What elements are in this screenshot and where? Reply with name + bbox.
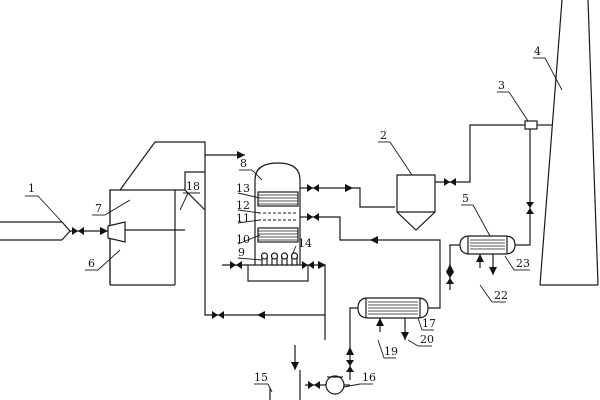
component-labels: 1 2 3 4 5 6 7 8 9 10 11 12 13 14 15 16 1… (28, 45, 541, 384)
tower-pipes (222, 184, 441, 340)
label-19: 19 (384, 345, 398, 358)
label-4: 4 (534, 45, 541, 58)
label-23: 23 (516, 257, 530, 270)
label-3: 3 (498, 79, 505, 92)
label-12: 12 (236, 199, 250, 212)
label-11: 11 (236, 212, 250, 225)
label-8: 8 (240, 157, 247, 170)
chimney-stack (524, 0, 599, 286)
boiler-unit (107, 141, 206, 286)
label-18: 18 (186, 180, 200, 193)
label-1: 1 (28, 182, 35, 195)
label-17: 17 (422, 317, 436, 330)
label-6: 6 (88, 257, 95, 270)
label-10: 10 (236, 233, 250, 246)
label-16: 16 (362, 371, 376, 384)
heat-exchanger-bottom (346, 245, 441, 380)
flue-duct (184, 151, 325, 319)
storage-tank (269, 345, 326, 400)
inlet-pipe (0, 221, 108, 241)
absorption-tower (247, 162, 309, 282)
label-2: 2 (380, 129, 387, 142)
separator-vessel (396, 124, 525, 231)
label-7: 7 (95, 202, 102, 215)
label-15: 15 (254, 371, 268, 384)
leader-lines (25, 57, 563, 393)
circulation-pump (325, 375, 350, 395)
heat-exchanger-top (446, 235, 531, 290)
label-9: 9 (238, 246, 245, 259)
label-14: 14 (298, 237, 312, 250)
label-13: 13 (236, 182, 250, 195)
label-20: 20 (420, 333, 434, 346)
label-22: 22 (494, 289, 508, 302)
label-5: 5 (462, 192, 469, 205)
